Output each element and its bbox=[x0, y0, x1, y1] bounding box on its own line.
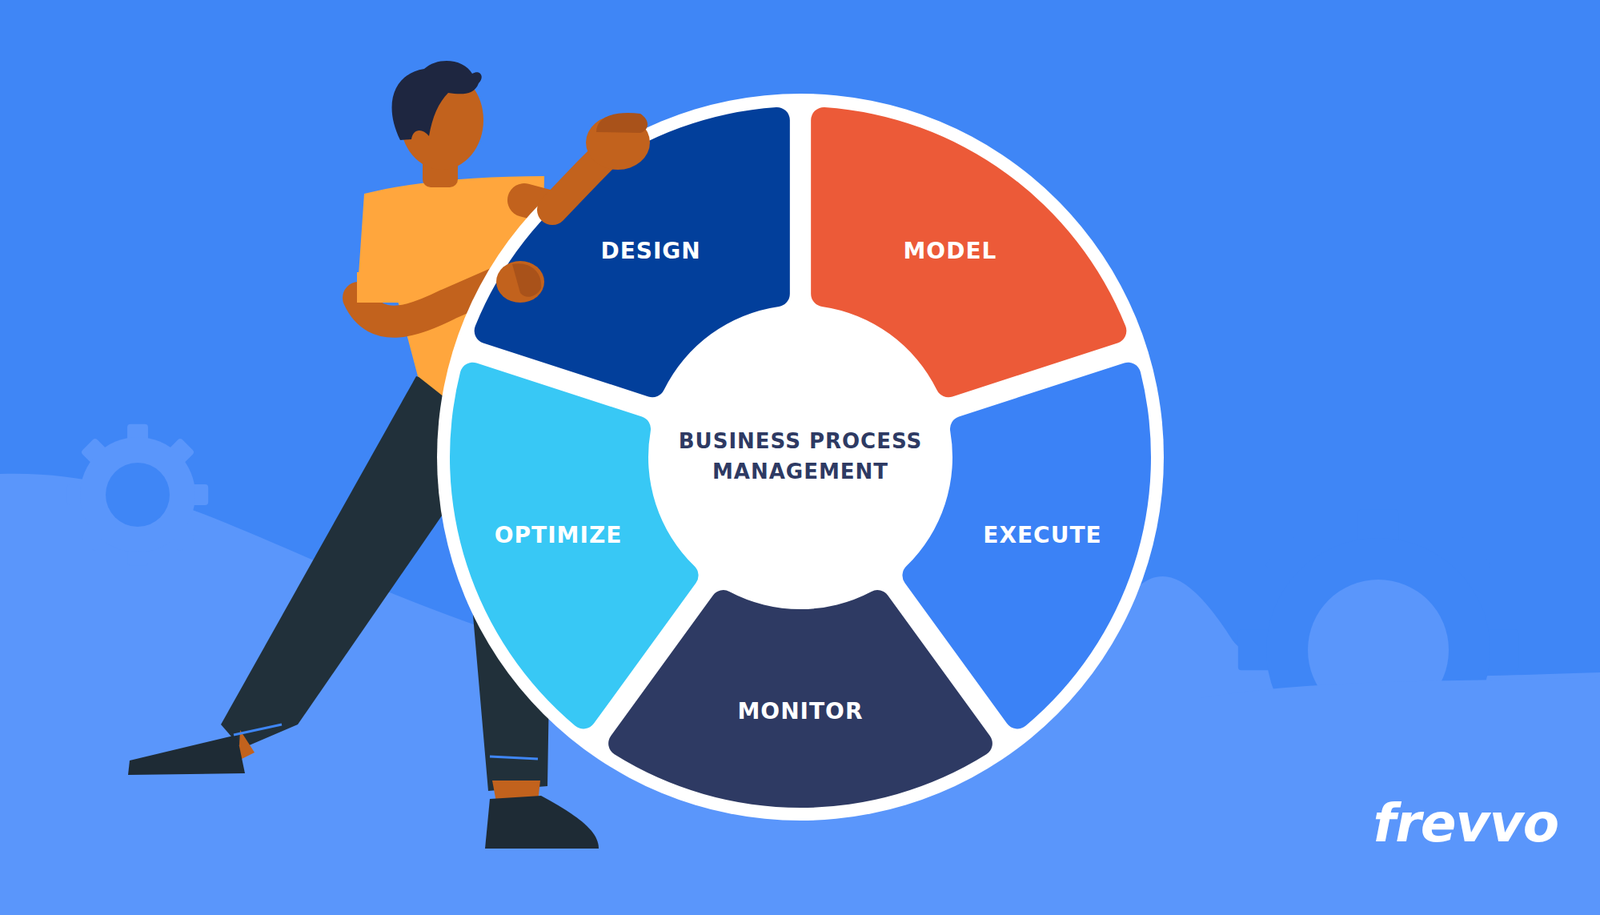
segment-label: EXECUTE bbox=[982, 521, 1102, 550]
segment-fill bbox=[474, 107, 790, 397]
gear-hole bbox=[105, 462, 170, 527]
brand-logo: frevvo bbox=[1373, 792, 1559, 855]
wheel-rim bbox=[437, 93, 1164, 821]
center-circle: BUSINESS PROCESS MANAGEMENT bbox=[651, 308, 950, 606]
phase-segment: OPTIMIZE bbox=[448, 346, 714, 743]
gear-body bbox=[80, 437, 196, 553]
gear bbox=[67, 424, 209, 566]
fingers bbox=[596, 112, 648, 133]
hand bbox=[496, 260, 545, 303]
ground-wave bbox=[1200, 677, 1600, 915]
segment-fill bbox=[810, 107, 1127, 397]
segment-label: OPTIMIZE bbox=[494, 521, 623, 550]
hair bbox=[392, 60, 482, 141]
segment-label: MODEL bbox=[902, 237, 997, 265]
hand bbox=[585, 115, 650, 170]
shoe bbox=[128, 734, 245, 775]
shoe bbox=[485, 795, 599, 849]
segment-label: MONITOR bbox=[737, 697, 864, 726]
cuff-line bbox=[233, 724, 282, 735]
sleeve bbox=[356, 272, 401, 303]
cuff-line bbox=[489, 756, 538, 759]
center-title: BUSINESS PROCESS MANAGEMENT bbox=[668, 426, 933, 487]
phase-segment: MODEL bbox=[798, 104, 1136, 413]
fingers bbox=[512, 263, 542, 297]
segment-fill bbox=[449, 362, 699, 730]
phase-segment: DESIGN bbox=[465, 104, 803, 413]
arm bbox=[552, 152, 609, 210]
segment-label: DESIGN bbox=[600, 237, 701, 265]
